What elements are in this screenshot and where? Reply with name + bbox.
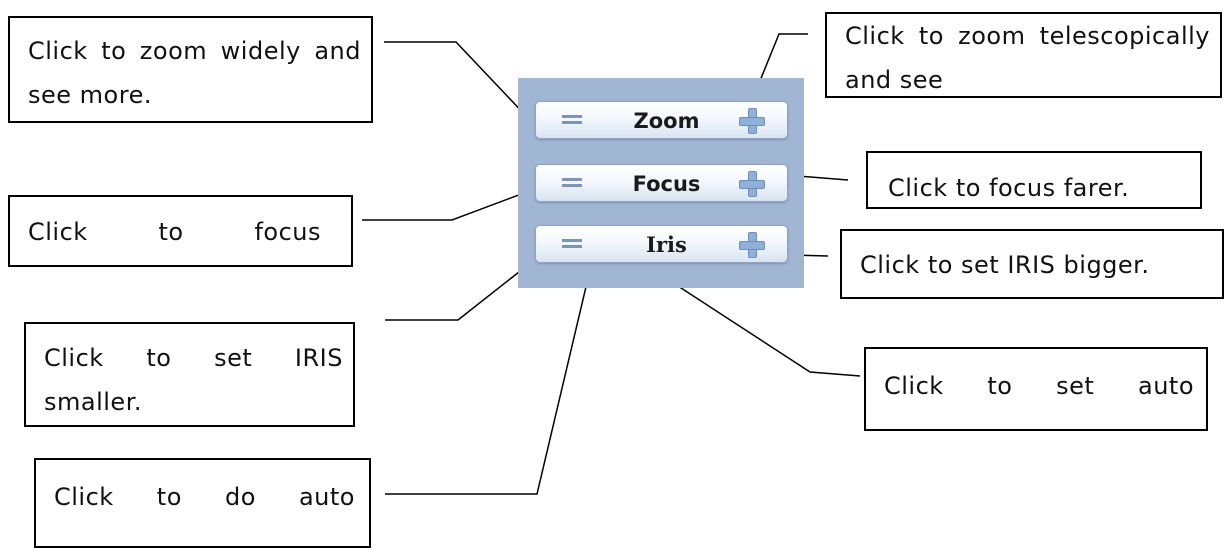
callout-iris-smaller: Click to set IRIS smaller. (24, 322, 355, 427)
callout-focus-auto-text: Click to do auto (54, 483, 355, 511)
callout-focus-auto: Click to do auto (34, 458, 371, 548)
iris-smaller-minus-icon[interactable] (562, 239, 582, 248)
callout-iris-smaller-text: Click to set IRIS smaller. (44, 344, 343, 416)
callout-iris-bigger: Click to set IRIS bigger. (840, 229, 1224, 299)
iris-label[interactable]: Iris (646, 232, 687, 257)
camera-control-panel: Zoom Focus Iris (518, 78, 804, 288)
iris-bigger-plus-icon[interactable] (739, 232, 765, 258)
focus-near-minus-icon[interactable] (562, 178, 582, 187)
leader-focus-auto (385, 197, 608, 495)
callout-zoom-wide-text: Click to zoom widely and see more. (28, 37, 361, 109)
leader-zoom-wide (384, 41, 529, 119)
focus-control: Focus (535, 164, 788, 202)
zoom-label: Zoom (633, 109, 700, 133)
callout-iris-auto: Click to set auto (864, 347, 1208, 431)
leader-focus-near (362, 186, 541, 221)
callout-focus-near-text: Click to focus (28, 218, 321, 246)
callout-iris-auto-text: Click to set auto (884, 372, 1194, 400)
callout-zoom-tele-text: Click to zoom telescopically and see (845, 22, 1210, 94)
focus-far-plus-icon[interactable] (739, 171, 765, 197)
callout-zoom-wide: Click to zoom widely and see more. (8, 16, 373, 123)
callout-focus-far-text: Click to focus farer. (888, 174, 1130, 202)
iris-control: Iris (535, 225, 788, 263)
zoom-control: Zoom (535, 101, 788, 139)
callout-iris-bigger-text: Click to set IRIS bigger. (860, 251, 1150, 279)
callout-focus-near: Click to focus (8, 195, 353, 267)
focus-label[interactable]: Focus (632, 172, 701, 196)
callout-focus-far: Click to focus farer. (866, 151, 1202, 209)
zoom-in-plus-icon[interactable] (739, 108, 765, 134)
zoom-out-minus-icon[interactable] (562, 115, 582, 124)
callout-zoom-tele: Click to zoom telescopically and see (825, 12, 1222, 98)
